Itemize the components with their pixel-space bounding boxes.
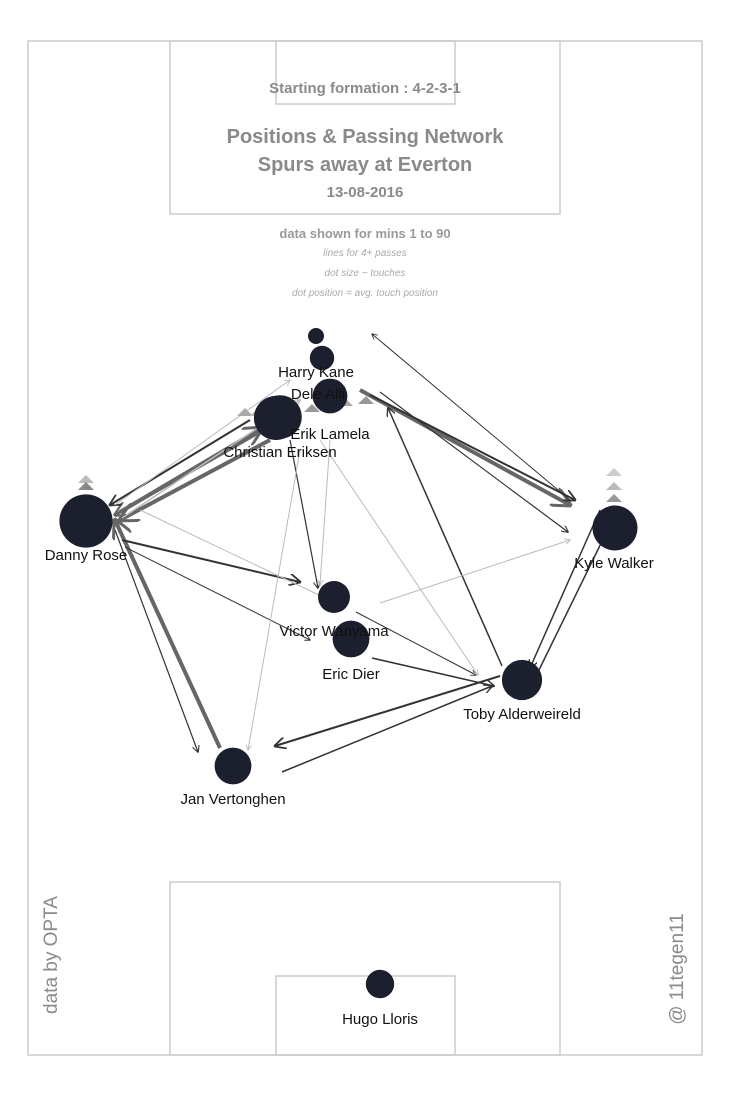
top-six-yard-box: [275, 40, 456, 105]
bottom-penalty-box: [169, 881, 561, 1056]
chart-subtitle: Spurs away at Everton: [257, 154, 473, 176]
player-dot: [309, 345, 335, 371]
triangle-marker: [606, 494, 622, 502]
triangle-marker: [78, 482, 94, 490]
triangle-marker: [606, 468, 622, 476]
legend-lines-note: lines for 4+ passes: [323, 248, 407, 259]
player-label: Toby Alderweireld: [463, 706, 581, 723]
triangle-marker: [304, 404, 320, 412]
pass-line: [275, 675, 501, 746]
player-label: Christian Eriksen: [223, 444, 336, 461]
player-label: Eric Dier: [322, 666, 380, 683]
pass-line: [388, 408, 503, 667]
triangle-marker: [78, 475, 94, 483]
player-label: Erik Lamela: [290, 426, 370, 443]
player-label: Hugo Lloris: [342, 1011, 418, 1028]
pass-line: [320, 439, 331, 585]
player-dot: [253, 395, 299, 441]
pass-line: [248, 449, 301, 750]
pass-line: [110, 419, 251, 505]
pass-line: [537, 525, 610, 673]
legend-dot-size-note: dot size ~ touches: [324, 268, 406, 279]
pass-line: [281, 686, 492, 773]
pass-line: [114, 529, 198, 752]
pass-line: [379, 540, 570, 604]
pass-line: [530, 509, 601, 668]
bottom-six-yard-box: [275, 975, 456, 1056]
pass-line: [121, 539, 300, 582]
formation-text: Starting formation : 4-2-3-1: [269, 80, 461, 97]
pass-line: [120, 438, 271, 520]
player-dot: [214, 747, 252, 785]
player-label: Kyle Walker: [574, 555, 653, 572]
pass-line: [139, 509, 340, 605]
player-label: Victor Wanyama: [279, 623, 389, 640]
pass-line: [369, 394, 575, 500]
player-label: Danny Rose: [45, 547, 128, 564]
player-dot: [365, 969, 395, 999]
pass-line: [359, 388, 570, 505]
data-source-credit: data by OPTA: [41, 896, 62, 1014]
triangle-marker: [358, 396, 374, 404]
player-dot-extra: [308, 328, 324, 344]
pass-line: [118, 428, 262, 514]
player-label: Dele Alli: [291, 386, 345, 403]
pass-line: [124, 546, 310, 640]
data-range-note: data shown for mins 1 to 90: [279, 226, 451, 241]
pass-line: [289, 439, 318, 588]
author-credit: @ 11tegen11: [667, 913, 688, 1025]
pass-line: [115, 520, 222, 749]
pass-line: [371, 657, 494, 686]
player-dot: [332, 620, 370, 658]
player-label: Jan Vertonghen: [180, 791, 285, 808]
player-dot: [59, 494, 113, 548]
pass-line: [379, 391, 568, 532]
triangle-marker: [237, 408, 253, 416]
player-dot: [318, 581, 350, 613]
player-label: Harry Kane: [278, 364, 354, 381]
pass-line: [319, 439, 478, 675]
player-dot: [592, 505, 638, 551]
pass-line: [114, 380, 290, 506]
chevron-markers: [78, 396, 622, 513]
triangle-marker: [606, 482, 622, 490]
chart-title: Positions & Passing Network: [226, 126, 504, 148]
player-dot: [501, 659, 543, 701]
pass-line: [355, 611, 476, 675]
pass-line: [372, 334, 571, 501]
legend-dot-position-note: dot position = avg. touch position: [292, 288, 438, 299]
match-date: 13-08-2016: [326, 184, 404, 201]
player-dot: [312, 378, 348, 414]
